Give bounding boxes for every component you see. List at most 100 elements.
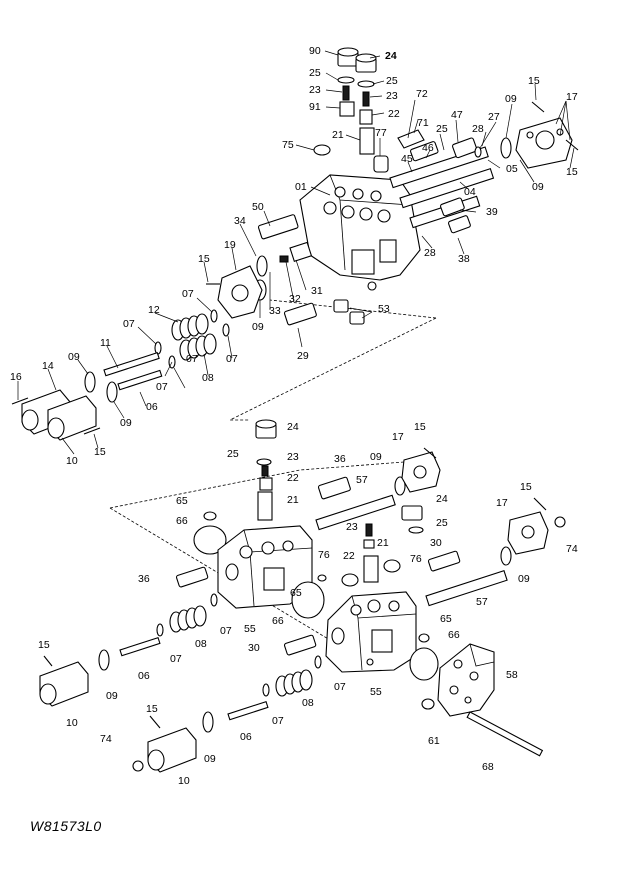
- spring-12: [171, 313, 209, 341]
- plug-76: [341, 573, 359, 587]
- part-label-74a: 74: [566, 543, 578, 555]
- plug-77: [373, 155, 389, 173]
- washer-61: [421, 698, 435, 710]
- o-ring: [337, 76, 355, 84]
- part-label-36b: 36: [138, 573, 150, 585]
- part-label-15b: 15: [566, 166, 578, 178]
- o-ring-34: [256, 255, 268, 277]
- part-label-27: 27: [488, 111, 500, 123]
- part-label-07d: 07: [186, 353, 198, 365]
- bolt-15: [533, 497, 547, 511]
- part-label-68: 68: [482, 761, 494, 773]
- part-label-23b: 23: [386, 90, 398, 102]
- end-cover-58: [437, 643, 495, 717]
- part-label-17c: 17: [496, 497, 508, 509]
- o-ring-09: [84, 371, 96, 393]
- spool-57: [315, 494, 396, 531]
- part-label-74b: 74: [100, 733, 112, 745]
- part-label-21b: 21: [287, 494, 299, 506]
- washer-07: [156, 623, 164, 637]
- part-label-07c: 07: [226, 353, 238, 365]
- part-label-24b: 24: [287, 421, 299, 433]
- part-label-22c: 22: [343, 550, 355, 562]
- cover-17-right: [507, 511, 549, 555]
- rod-06: [119, 636, 161, 657]
- plug-cap-24: [355, 53, 377, 73]
- bolt-15: [565, 139, 579, 151]
- part-label-19: 19: [224, 239, 236, 251]
- part-label-66c: 66: [448, 629, 460, 641]
- o-ring-27: [474, 146, 482, 158]
- part-label-10c: 10: [178, 775, 190, 787]
- part-label-28b: 28: [424, 247, 436, 259]
- part-label-17a: 17: [566, 91, 578, 103]
- part-label-09b: 09: [532, 181, 544, 193]
- connection-dash-line: [109, 507, 331, 641]
- o-ring-09: [98, 649, 110, 671]
- valve-poppet-22: [359, 109, 373, 125]
- valve-21: [257, 491, 273, 521]
- part-label-46: 46: [422, 142, 434, 154]
- part-label-50: 50: [252, 201, 264, 213]
- valve-36: [317, 476, 351, 500]
- part-label-57a: 57: [356, 474, 368, 486]
- part-label-09d: 09: [68, 351, 80, 363]
- spring-08: [179, 333, 217, 361]
- part-label-66a: 66: [176, 515, 188, 527]
- part-label-66b: 66: [272, 615, 284, 627]
- part-label-90a: 90: [309, 45, 321, 57]
- solenoid-10-lower: [147, 727, 197, 773]
- cover-17-top: [515, 117, 573, 169]
- spring-23: [261, 465, 269, 477]
- spool-57: [425, 569, 508, 607]
- o-ring-66: [291, 581, 325, 619]
- part-label-29: 29: [297, 350, 309, 362]
- part-label-15d: 15: [94, 446, 106, 458]
- bolt-15: [531, 101, 545, 113]
- part-label-28a: 28: [472, 123, 484, 135]
- o-ring-09: [202, 711, 214, 733]
- washer-07: [210, 309, 218, 323]
- part-label-07a: 07: [182, 288, 194, 300]
- o-ring-65: [418, 633, 430, 643]
- part-label-32: 32: [289, 293, 301, 305]
- part-label-76b: 76: [410, 553, 422, 565]
- part-label-14: 14: [42, 360, 54, 372]
- part-label-15c: 15: [198, 253, 210, 265]
- valve-poppet-91: [339, 101, 355, 117]
- plug-24: [401, 505, 423, 521]
- bolt-15: [423, 447, 437, 459]
- o-ring-66: [193, 525, 227, 555]
- valve-50: [257, 214, 299, 240]
- o-ring-65: [317, 574, 327, 582]
- part-label-15e: 15: [414, 421, 426, 433]
- main-valve-body-01: [299, 174, 421, 291]
- part-label-30a: 30: [430, 537, 442, 549]
- plug-cap-90: [337, 47, 359, 67]
- part-label-77: 77: [375, 127, 387, 139]
- rod-11: [103, 352, 160, 377]
- solenoid-10-upper: [21, 389, 97, 441]
- o-ring-09: [394, 476, 406, 496]
- part-label-22b: 22: [287, 472, 299, 484]
- part-label-21a: 21: [332, 129, 344, 141]
- part-label-07e: 07: [156, 381, 168, 393]
- plug-cap-24-top: [255, 419, 277, 429]
- bolt-16: [11, 397, 29, 405]
- plug-31: [289, 241, 313, 263]
- plug-39: [440, 197, 465, 217]
- part-label-76a: 76: [318, 549, 330, 561]
- connection-dash-line: [109, 459, 431, 509]
- part-label-25b: 25: [386, 75, 398, 87]
- part-label-09g: 09: [518, 573, 530, 585]
- part-label-09a: 09: [505, 93, 517, 105]
- part-label-72: 72: [416, 88, 428, 100]
- part-label-65c: 65: [440, 613, 452, 625]
- part-label-65a: 65: [176, 495, 188, 507]
- part-label-71: 71: [417, 117, 429, 129]
- part-label-08b: 08: [195, 638, 207, 650]
- nut-74: [554, 516, 566, 528]
- leader-lines: [17, 50, 575, 455]
- part-label-58: 58: [506, 669, 518, 681]
